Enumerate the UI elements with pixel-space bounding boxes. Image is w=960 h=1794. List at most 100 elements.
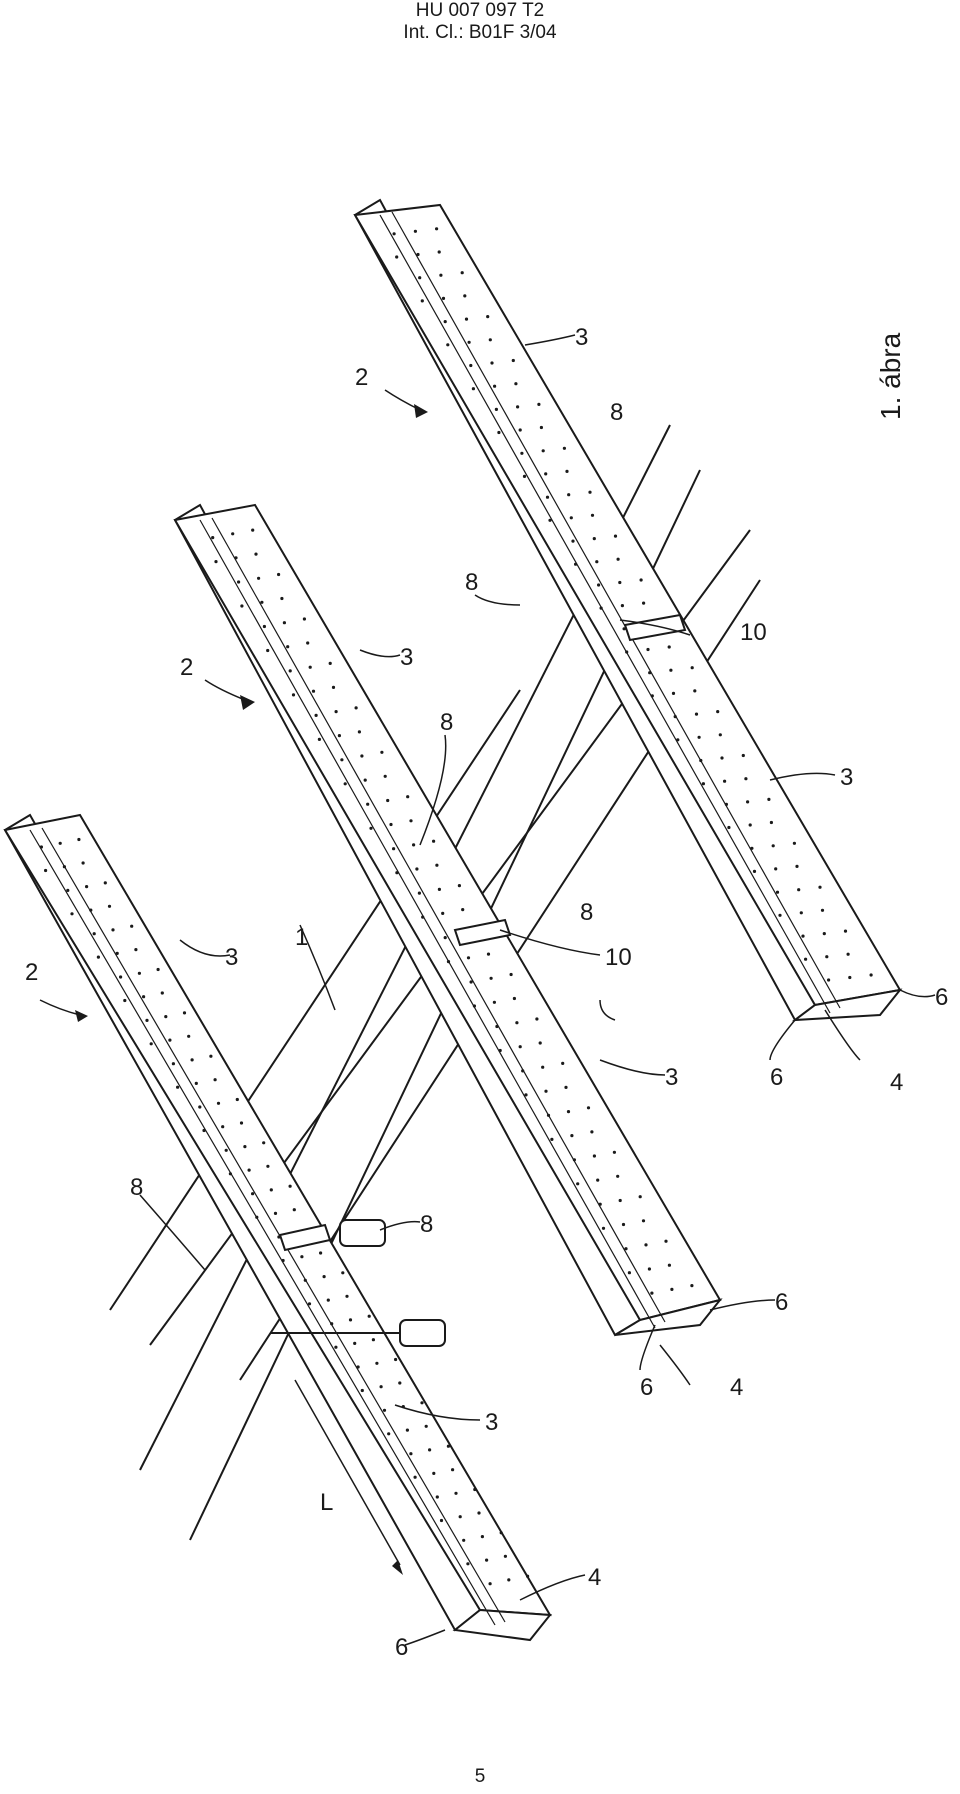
- perforation-dot: [307, 1302, 312, 1306]
- reference-labels: 1 2 2 2 3 3 3 3 3 3 4 4 4 6 6 6 6 6 8 8 …: [25, 324, 948, 1661]
- beam-right-perforations: [392, 227, 873, 982]
- label-assembly-2-middle: 2: [180, 654, 193, 681]
- perforation-dot: [420, 1401, 424, 1405]
- perforation-dot: [723, 779, 727, 783]
- perforation-dot: [639, 578, 643, 582]
- perforation-dot: [599, 606, 603, 610]
- page-number: 5: [474, 1766, 486, 1787]
- perforation-dot: [260, 600, 264, 604]
- perforation-dot: [81, 861, 85, 865]
- label-corner-6-c: 6: [775, 1289, 788, 1316]
- perforation-dot: [562, 446, 567, 450]
- perforation-dot: [670, 1287, 674, 1291]
- perforation-dot: [198, 1105, 202, 1109]
- perforation-dot: [345, 1294, 349, 1298]
- perforation-dot: [799, 911, 803, 915]
- perforation-dot: [314, 713, 318, 718]
- perforation-dot: [718, 733, 722, 737]
- label-element-3-b: 3: [485, 1409, 498, 1436]
- perforation-dot: [827, 978, 831, 982]
- perforation-dot: [667, 1263, 672, 1267]
- perforation-dot: [387, 1432, 391, 1436]
- perforation-dot: [375, 1361, 379, 1365]
- perforation-dot: [216, 1101, 221, 1105]
- perforation-dot: [592, 1154, 597, 1158]
- perforation-dot: [247, 1168, 251, 1172]
- perforation-dot: [592, 537, 596, 541]
- perforation-dot: [443, 936, 447, 940]
- perforation-dot: [775, 890, 780, 894]
- perforation-dot: [413, 1475, 417, 1479]
- perforation-dot: [586, 1106, 591, 1110]
- perforation-dot: [356, 1365, 360, 1369]
- perforation-dot: [469, 980, 473, 984]
- perforation-dot: [727, 825, 731, 830]
- perforation-dot: [624, 1247, 628, 1251]
- perforation-dot: [618, 580, 622, 585]
- perforation-dot: [461, 908, 465, 912]
- perforation-dot: [537, 402, 541, 406]
- label-end-face-4-left: 4: [588, 1564, 601, 1591]
- perforation-dot: [618, 1198, 622, 1203]
- perforation-dot: [446, 960, 451, 964]
- perforation-dot: [497, 430, 501, 435]
- perforation-dot: [818, 885, 822, 889]
- perforation-dot: [512, 996, 517, 1001]
- perforation-dot: [281, 1258, 285, 1263]
- perforation-dot: [648, 671, 652, 675]
- perforation-dot: [572, 1158, 577, 1162]
- perforation-dot: [521, 1069, 525, 1073]
- perforation-dot: [266, 1164, 270, 1168]
- perforation-dot: [331, 685, 336, 690]
- perforation-dot: [443, 320, 447, 324]
- perforation-dot: [428, 1448, 432, 1452]
- perforation-dot: [334, 1345, 338, 1349]
- perforation-dot: [565, 469, 569, 473]
- perforation-dot: [539, 425, 544, 430]
- perforation-dot: [137, 971, 141, 975]
- perforation-dot: [625, 650, 629, 654]
- perforation-dot: [354, 706, 358, 710]
- perforation-dot: [664, 1239, 668, 1243]
- perforation-dot: [574, 562, 578, 566]
- perforation-dot: [676, 738, 680, 742]
- perforation-dot: [509, 972, 513, 977]
- perforation-dot: [620, 604, 625, 608]
- beam-right: [353, 198, 903, 1022]
- perforation-dot: [389, 822, 393, 827]
- perforation-dot: [111, 928, 115, 932]
- perforation-dot: [522, 474, 527, 478]
- perforation-dot: [416, 252, 420, 257]
- perforation-dot: [251, 1192, 255, 1196]
- perforation-dot: [748, 823, 752, 827]
- perforation-dot: [472, 1004, 476, 1008]
- perforation-dot: [234, 556, 238, 560]
- perforation-dot: [690, 666, 694, 670]
- label-bracket-10-a: 10: [605, 944, 632, 971]
- perforation-dot: [596, 1178, 600, 1182]
- label-fastener-8-b: 8: [420, 1211, 433, 1238]
- perforation-dot: [493, 384, 497, 388]
- perforation-dot: [495, 1024, 499, 1029]
- perforation-dot: [451, 1468, 455, 1472]
- perforation-dot: [149, 1042, 153, 1046]
- perforation-dot: [231, 532, 235, 536]
- perforation-dot: [62, 865, 66, 869]
- perforation-dot: [439, 273, 443, 277]
- label-element-3-a: 3: [225, 944, 238, 971]
- perforation-dot: [650, 694, 654, 698]
- perforation-dot: [792, 841, 797, 845]
- perforation-dot: [524, 1093, 528, 1097]
- perforation-dot: [774, 867, 778, 871]
- perforation-dot: [741, 753, 745, 758]
- perforation-dot: [669, 668, 673, 672]
- perforation-dot: [96, 955, 100, 959]
- perforation-dot: [477, 1511, 481, 1515]
- perforation-dot: [383, 774, 387, 778]
- perforation-dot: [439, 1518, 444, 1523]
- perforation-dot: [348, 1318, 353, 1322]
- perforation-dot: [302, 617, 306, 621]
- perforation-dot: [224, 1148, 228, 1152]
- perforation-dot: [437, 887, 441, 892]
- perforation-dot: [488, 338, 492, 342]
